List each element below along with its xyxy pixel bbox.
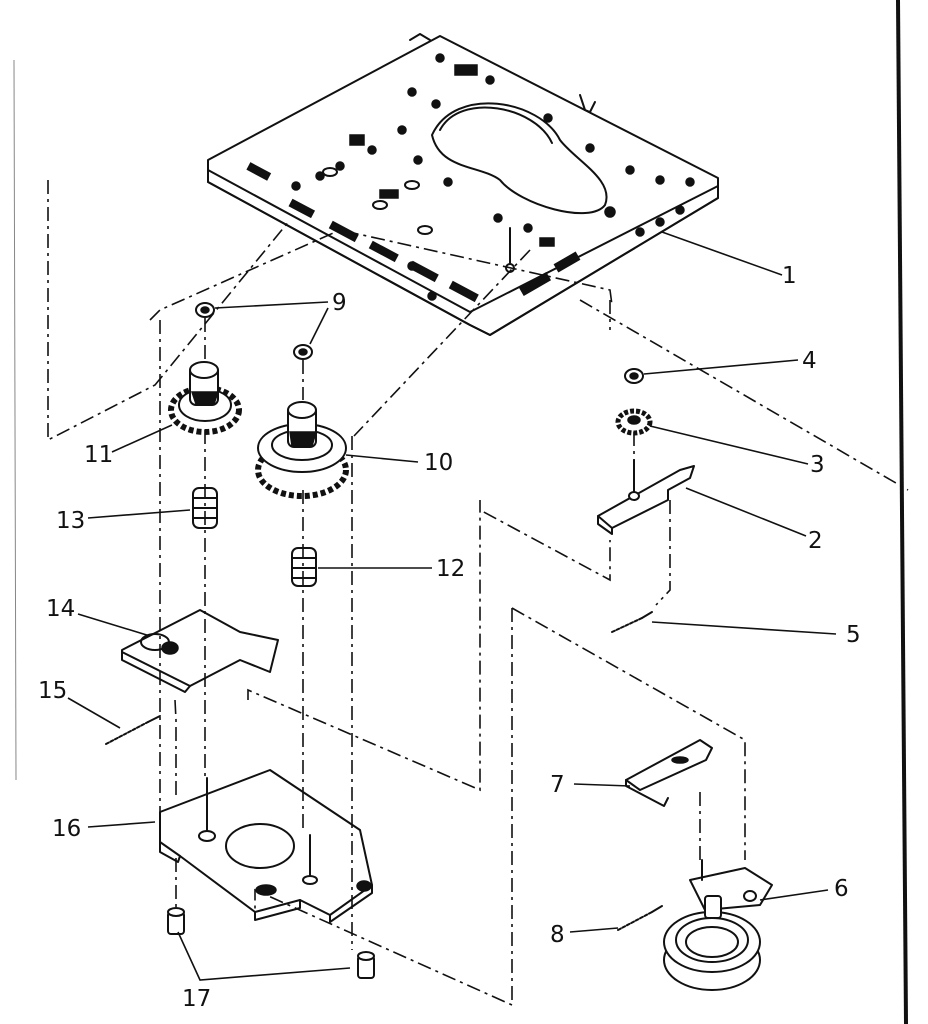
spring-icon — [617, 905, 663, 931]
washer-icon — [624, 368, 644, 384]
brake-plate-icon — [121, 609, 279, 693]
spring-icon — [105, 715, 161, 745]
callout-1: 1 — [782, 263, 797, 289]
callout-15: 15 — [38, 678, 67, 704]
scan-edge-left — [13, 59, 17, 781]
callout-3: 3 — [810, 452, 825, 478]
arm-lever-icon — [625, 739, 713, 807]
callout-8: 8 — [550, 922, 565, 948]
assembly-guide-lines — [47, 180, 909, 1007]
spring-icon — [611, 611, 653, 633]
callout-4: 4 — [802, 348, 817, 374]
washer-icon — [195, 302, 313, 360]
leader-lines — [67, 231, 837, 981]
small-gear-icon — [615, 408, 653, 436]
scan-edge-right — [896, 0, 908, 1024]
screw-icon — [167, 907, 375, 979]
callout-12: 12 — [436, 556, 465, 582]
coil-spring-icon — [291, 547, 317, 587]
callout-5: 5 — [846, 622, 861, 648]
sub-chassis-icon — [159, 769, 373, 923]
callout-7: 7 — [550, 772, 565, 798]
chassis-plate-icon — [207, 33, 719, 336]
callout-labels: 1 2 3 4 5 6 7 8 9 10 11 12 13 14 15 16 1… — [38, 263, 861, 1012]
pulley-assembly-icon — [663, 859, 773, 991]
callout-14: 14 — [46, 596, 75, 622]
reel-gear-icon — [168, 361, 242, 435]
callout-2: 2 — [808, 528, 823, 554]
lever-bracket-icon — [597, 459, 695, 535]
callout-6: 6 — [834, 876, 849, 902]
callout-13: 13 — [56, 508, 85, 534]
callout-10: 10 — [424, 450, 453, 476]
callout-9: 9 — [332, 290, 347, 316]
callout-11: 11 — [84, 442, 113, 468]
callout-16: 16 — [52, 816, 81, 842]
callout-17: 17 — [182, 986, 211, 1012]
reel-gear-icon — [255, 401, 349, 499]
